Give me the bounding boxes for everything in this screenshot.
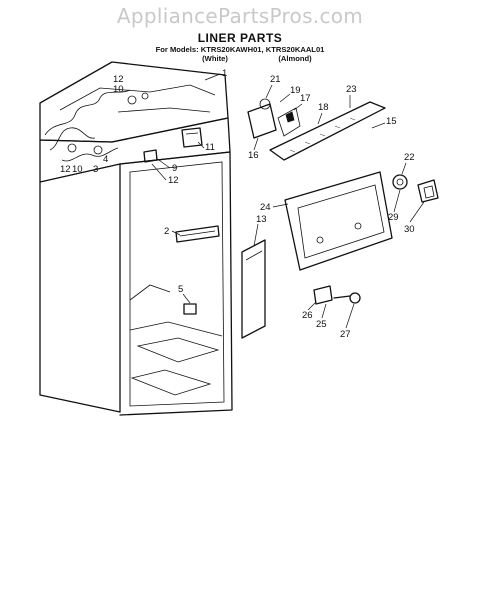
callout-11: 11	[197, 141, 215, 153]
svg-text:12: 12	[168, 175, 179, 186]
callout-19: 19	[279, 85, 301, 103]
duct-panel	[284, 171, 393, 271]
callout-1: 1	[204, 68, 227, 81]
fan-assembly	[247, 98, 301, 139]
svg-text:19: 19	[290, 85, 301, 96]
rail-part	[269, 101, 386, 161]
callout-13: 13	[253, 214, 267, 247]
svg-text:3: 3	[93, 164, 98, 175]
callout-12-mid: 12	[151, 163, 179, 186]
wiring-harness	[44, 89, 149, 162]
liner-cabinet	[39, 61, 233, 416]
svg-text:12: 12	[113, 74, 124, 85]
svg-text:16: 16	[248, 150, 259, 161]
svg-text:21: 21	[270, 74, 281, 85]
svg-text:18: 18	[318, 102, 329, 113]
callout-5: 5	[178, 284, 191, 304]
variant-almond: (Almond)	[278, 54, 312, 63]
callout-12-left: 12	[60, 164, 71, 175]
diagram-title: LINER PARTS	[198, 31, 283, 45]
svg-text:22: 22	[404, 152, 415, 163]
hinge-bracket	[181, 127, 203, 148]
control-knob	[392, 174, 408, 190]
callout-17: 17	[293, 93, 311, 111]
callout-27: 27	[340, 303, 355, 340]
callout-9: 9	[155, 157, 177, 174]
callout-21: 21	[265, 74, 281, 99]
svg-text:25: 25	[316, 319, 327, 330]
svg-text:12: 12	[60, 164, 71, 175]
side-panel	[241, 239, 266, 339]
svg-text:26: 26	[302, 310, 313, 321]
variant-white: (White)	[202, 54, 228, 63]
callout-25: 25	[316, 303, 327, 330]
callout-3: 3	[93, 164, 98, 175]
svg-text:30: 30	[404, 224, 415, 235]
callout-30: 30	[404, 201, 425, 235]
callout-24: 24	[260, 202, 289, 213]
clip-part	[143, 149, 158, 163]
svg-text:10: 10	[113, 84, 124, 95]
callout-12-top: 12	[113, 74, 124, 85]
svg-text:27: 27	[340, 329, 351, 340]
svg-text:17: 17	[300, 93, 311, 104]
watermark: AppliancePartsPros.com	[117, 4, 363, 28]
svg-text:29: 29	[388, 212, 399, 223]
callout-22: 22	[401, 152, 415, 175]
models-line: For Models: KTRS20KAWH01, KTRS20KAAL01	[156, 45, 326, 54]
cap-part	[183, 303, 197, 315]
callout-16: 16	[248, 137, 259, 161]
svg-text:10: 10	[72, 164, 83, 175]
svg-text:11: 11	[205, 142, 215, 153]
callout-18: 18	[317, 102, 329, 125]
svg-text:13: 13	[256, 214, 267, 225]
svg-text:15: 15	[386, 116, 397, 127]
callout-10-left: 10	[72, 164, 83, 175]
callout-29: 29	[388, 189, 401, 223]
control-housing	[417, 179, 439, 203]
callout-10-top: 10	[113, 84, 124, 95]
svg-text:24: 24	[260, 202, 271, 213]
svg-text:4: 4	[103, 154, 108, 165]
callout-15: 15	[371, 116, 397, 129]
svg-text:2: 2	[164, 226, 169, 237]
svg-text:5: 5	[178, 284, 183, 295]
damper-parts	[313, 285, 361, 305]
callout-2: 2	[164, 226, 181, 237]
svg-text:1: 1	[222, 68, 227, 79]
bracket-part	[175, 225, 220, 243]
callout-4: 4	[103, 154, 108, 165]
svg-text:23: 23	[346, 84, 357, 95]
svg-text:9: 9	[172, 163, 177, 174]
callout-26: 26	[302, 301, 317, 321]
callout-23: 23	[346, 84, 357, 108]
